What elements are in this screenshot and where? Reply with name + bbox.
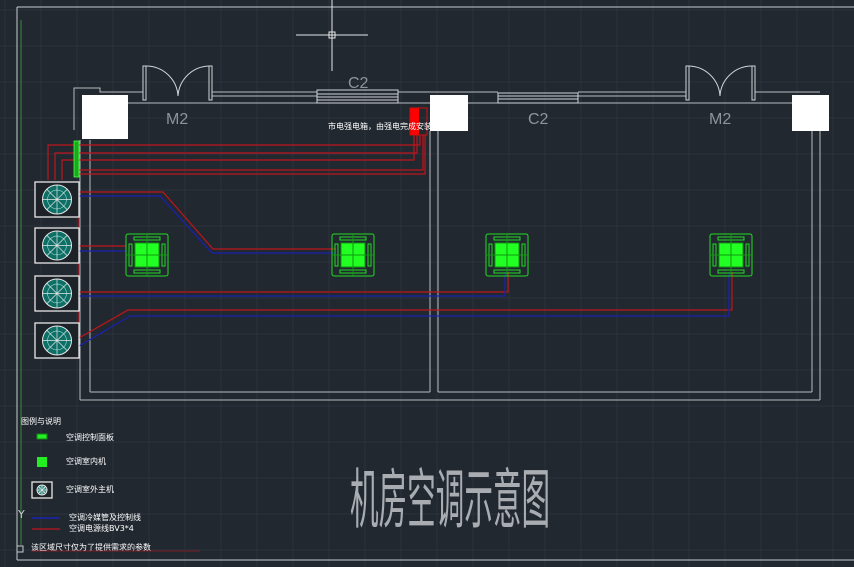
power-distribution-box[interactable] — [410, 108, 419, 135]
legend-control-panel-icon — [36, 433, 48, 440]
outdoor-unit[interactable] — [34, 322, 80, 359]
crosshair-cursor — [296, 0, 368, 71]
door-label: M2 — [166, 111, 188, 128]
column — [430, 95, 468, 131]
window-label: C2 — [528, 111, 549, 128]
indoor-unit[interactable] — [709, 233, 753, 277]
legend-outdoor-unit-glyph — [31, 481, 53, 499]
indoor-unit[interactable] — [331, 233, 375, 277]
outdoor-unit[interactable] — [34, 275, 80, 312]
door-label: M2 — [709, 111, 731, 128]
legend-outdoor-unit-icon — [31, 481, 53, 499]
window-c2-left — [316, 89, 399, 104]
legend-label: 空调室外主机 — [66, 484, 114, 494]
legend-label: 空调控制面板 — [66, 432, 114, 442]
legend: 图例与说明 空调控制面板 空调室内机 空调室外主机 空调冷媒管及控制线 空调电源… — [16, 416, 200, 553]
door-m2-left — [142, 65, 213, 101]
indoor-unit[interactable] — [485, 233, 529, 277]
legend-footnote: 该区域尺寸仅为了提供需求的参数 — [31, 542, 151, 552]
outdoor-units — [34, 181, 80, 359]
columns — [82, 95, 829, 139]
legend-label: 空调电源线BV3*4 — [69, 523, 134, 533]
legend-indoor-unit-icon — [37, 457, 47, 467]
indoor-units — [125, 233, 753, 277]
drawing-title: 机房空调示意图 — [350, 461, 550, 537]
ucs-y-label: Y — [17, 508, 25, 521]
column — [792, 95, 829, 131]
window-c2-right — [497, 92, 579, 104]
indoor-unit[interactable] — [125, 233, 169, 277]
legend-label: 空调室内机 — [66, 456, 106, 466]
power-panel-note: 市电强电箱，由强电完成安装 — [328, 121, 432, 131]
legend-heading: 图例与说明 — [21, 416, 61, 426]
door-m2-right — [685, 65, 756, 101]
walls — [73, 87, 821, 401]
refrigerant-lines — [78, 195, 730, 347]
drawing-frame — [16, 6, 854, 561]
legend-label: 空调冷媒管及控制线 — [69, 512, 141, 522]
outdoor-unit[interactable] — [34, 227, 80, 264]
window-label: C2 — [348, 75, 369, 92]
power-lines — [47, 135, 733, 339]
control-panels — [73, 140, 80, 178]
power-distribution-box-outline — [409, 107, 428, 136]
ucs-origin-icon — [16, 545, 24, 553]
column — [82, 95, 128, 139]
outdoor-unit[interactable] — [34, 181, 80, 218]
